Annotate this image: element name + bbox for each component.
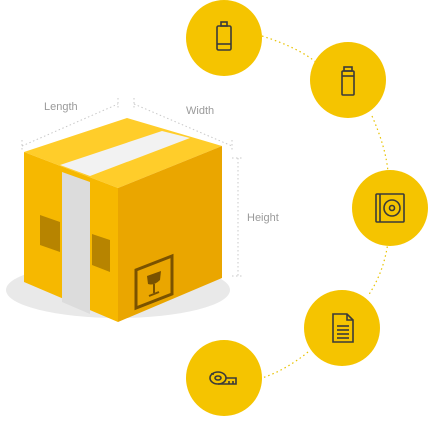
connector-path <box>261 35 389 379</box>
tape-measure-icon <box>209 371 237 385</box>
height-label: Height <box>247 212 279 224</box>
handle-right <box>92 234 110 272</box>
length-label: Length <box>44 101 78 113</box>
item-spray-can <box>310 42 386 118</box>
battery-icon <box>216 21 232 51</box>
item-battery <box>186 0 262 76</box>
width-guide <box>133 103 233 147</box>
box-side <box>118 146 222 322</box>
spray-can-icon <box>341 66 355 96</box>
handle-left <box>40 215 60 252</box>
fragile-glass-icon <box>134 253 174 311</box>
tape-front <box>62 172 90 314</box>
cardboard-box <box>24 118 222 322</box>
dimension-guides <box>21 98 244 277</box>
tape-top <box>60 131 190 176</box>
item-tape-measure <box>186 340 262 416</box>
cd-case-icon <box>375 193 405 223</box>
document-icon <box>332 313 354 343</box>
item-document <box>304 290 380 366</box>
width-label: Width <box>186 105 214 117</box>
length-guide <box>21 103 119 147</box>
item-cd-case <box>352 170 428 246</box>
